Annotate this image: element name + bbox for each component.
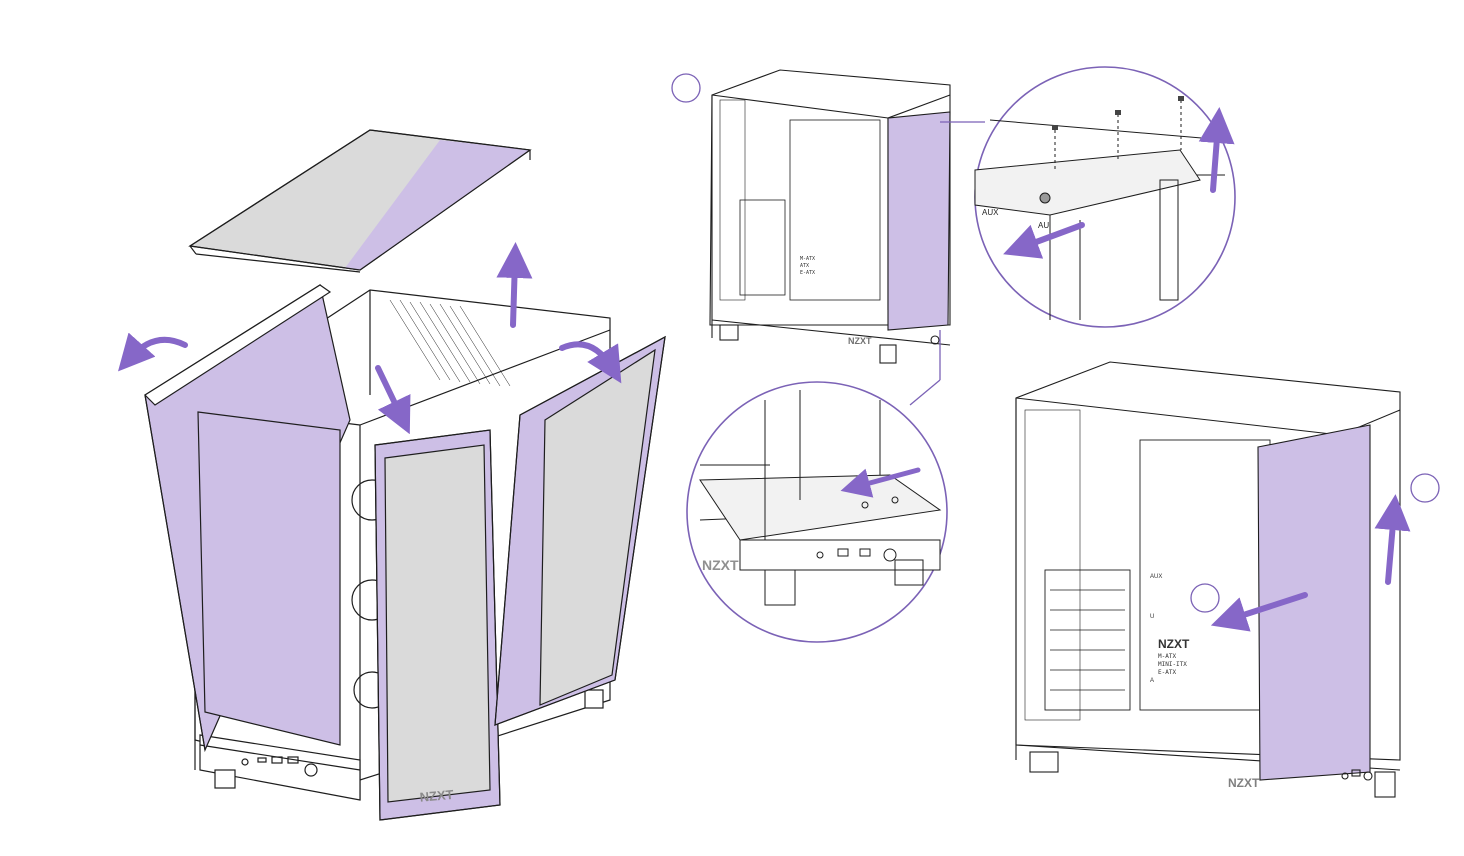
rear-case-view [672, 70, 950, 363]
rear-spec-line3: E-ATX [800, 270, 815, 276]
large-spec-logo: NZXT [1158, 637, 1190, 651]
large-spec-line1: M-ATX [1158, 653, 1176, 660]
large-spec-line2: MINI-ITX [1158, 661, 1187, 668]
step-circle-icon [1191, 584, 1219, 612]
front-glass-panel [375, 430, 500, 820]
u-mark: U [1150, 614, 1154, 620]
rotate-open-arrow-icon [130, 340, 185, 358]
step-circle-icon [1411, 474, 1439, 502]
front-io-logo: NZXT [702, 557, 739, 573]
aux-mark-left: AUX [982, 208, 999, 217]
exploded-case-view [145, 130, 665, 820]
large-rear-logo: NZXT [1228, 776, 1260, 790]
rear-spec-line1: M-ATX [800, 256, 815, 262]
left-side-glass-panel [145, 285, 350, 750]
large-spec-line3: E-ATX [1158, 669, 1176, 676]
zoom-detail-top-screws: AUX AU [975, 67, 1235, 327]
step-circle-icon [672, 74, 700, 102]
rear-spec-line2: ATX [800, 263, 809, 269]
zoom-detail-front-io: NZXT [687, 382, 947, 642]
top-glass-panel [190, 130, 530, 272]
lift-up-arrow-icon [513, 260, 515, 325]
a-mark: A [1150, 678, 1154, 684]
rear-view-logo: NZXT [848, 336, 872, 346]
aux-mark-big: AUX [1150, 574, 1162, 580]
large-rear-case-view [1016, 362, 1439, 797]
front-panel-logo: NZXT [419, 787, 454, 805]
aux-mark-right: AU [1038, 221, 1049, 230]
